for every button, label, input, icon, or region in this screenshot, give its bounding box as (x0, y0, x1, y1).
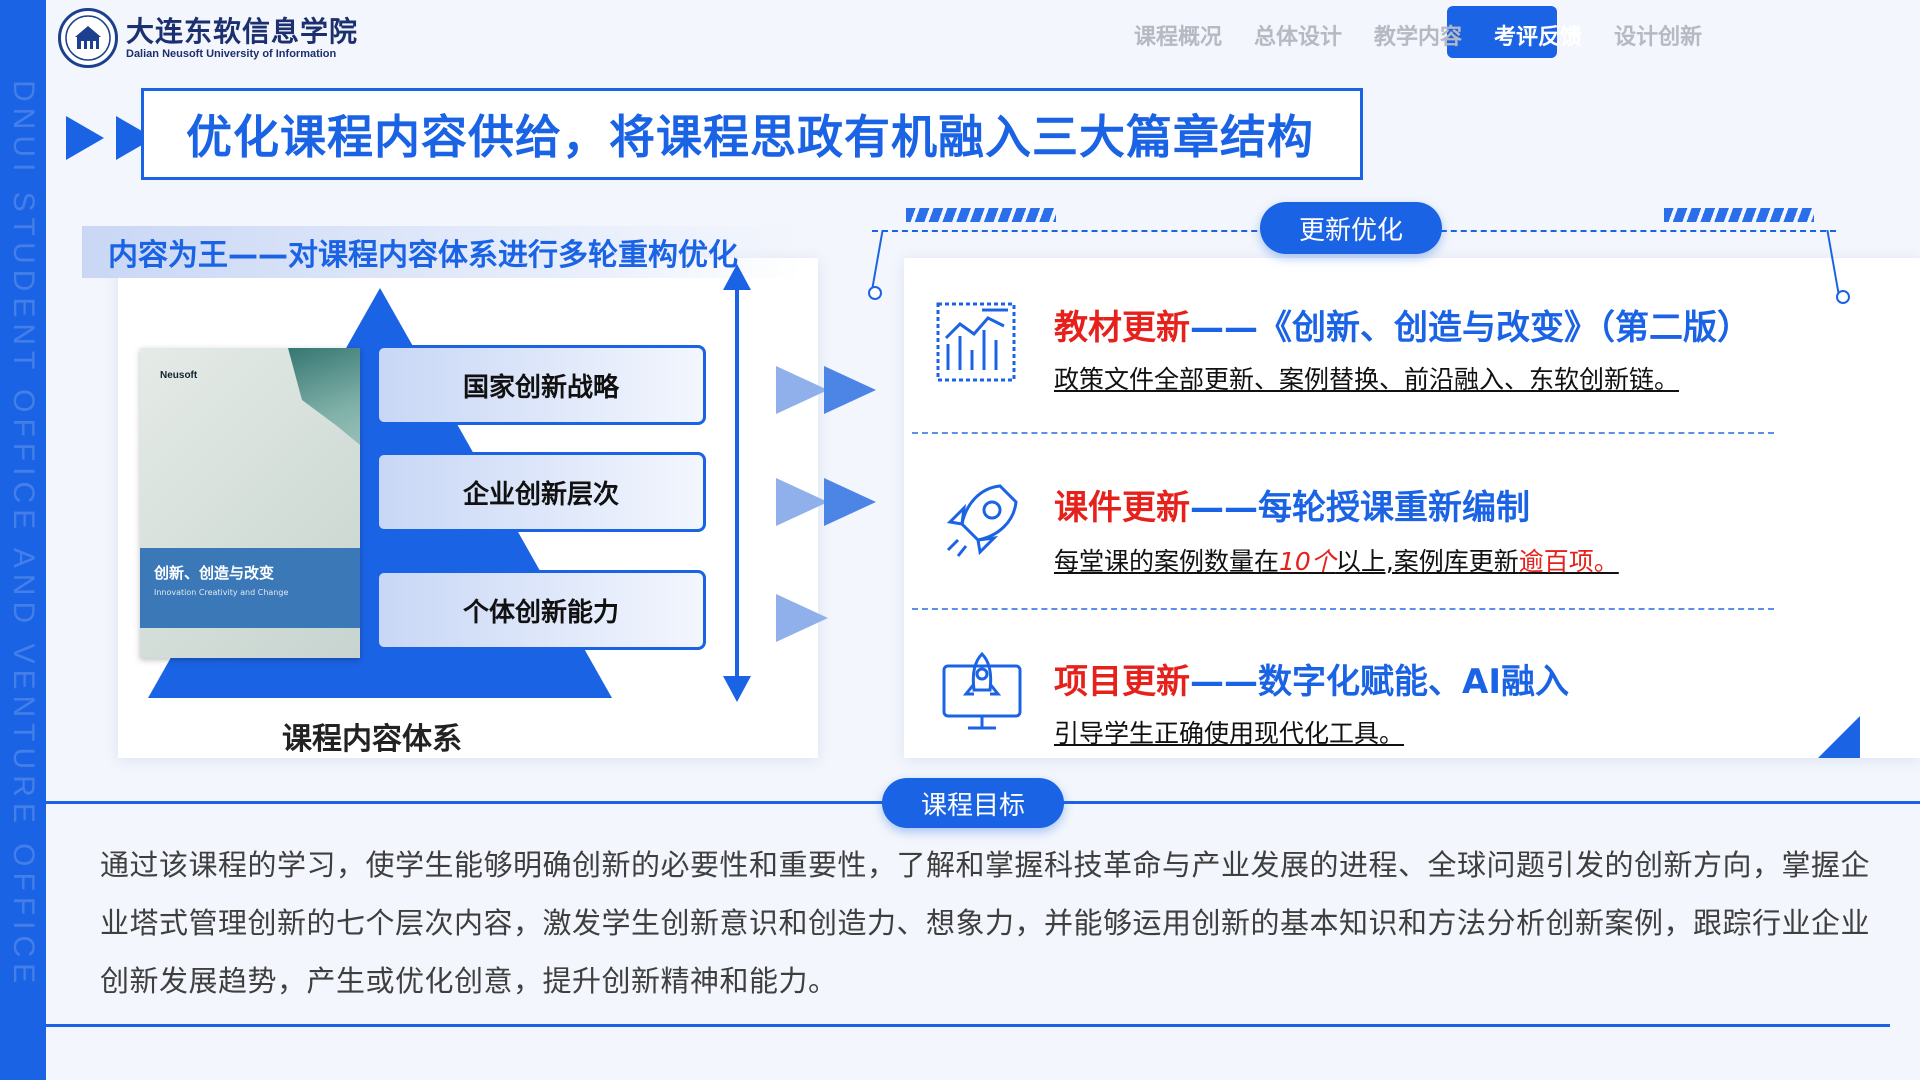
update-item-1-subtitle: ——《创新、创造与改变》（第二版） (1190, 308, 1751, 348)
update-pill: 更新优化 (1260, 202, 1442, 254)
decorative-stripes (906, 208, 1056, 222)
item-divider (912, 432, 1774, 434)
nav-active-highlight (1447, 6, 1557, 58)
update-item-3-desc-text: 引导学生正确使用现代化工具。 (1054, 719, 1405, 748)
update-item-1-desc-text: 政策文件全部更新、案例替换、前沿融入、东软创新链。 (1054, 365, 1680, 394)
panel-frame-left (870, 230, 884, 294)
goal-pill: 课程目标 (882, 778, 1064, 828)
section-tag-bg (82, 226, 802, 278)
desc-part: 每堂课的案例数量在 (1054, 547, 1280, 576)
update-item-2-label: 课件更新 (1054, 488, 1190, 528)
pyramid-label: 课程内容体系 (282, 722, 462, 757)
update-item-3-subtitle: ——数字化赋能、AI融入 (1190, 662, 1569, 702)
monitor-rocket-icon (940, 650, 1024, 734)
desc-part: 以上,案例库更新 (1335, 547, 1519, 576)
university-logo: 大连东软信息学院 Dalian Neusoft University of In… (58, 8, 358, 68)
update-item-3-label: 项目更新 (1054, 662, 1190, 702)
update-item-1-label: 教材更新 (1054, 308, 1190, 348)
arrow-down-icon (723, 676, 751, 702)
update-item-2-desc: 每堂课的案例数量在10个以上,案例库更新逾百项。 (1054, 542, 1619, 578)
nav-item-design[interactable]: 总体设计 (1254, 25, 1343, 50)
update-item-1-title: 教材更新——《创新、创造与改变》（第二版） (1054, 300, 1751, 349)
nav-item-innovation[interactable]: 设计创新 (1614, 25, 1703, 50)
flow-arrow-icon (776, 366, 876, 414)
vertical-axis-line (735, 272, 739, 692)
update-item-1-desc: 政策文件全部更新、案例替换、前沿融入、东软创新链。 (1054, 360, 1679, 396)
pyramid-level-national: 国家创新战略 (376, 345, 706, 425)
decorative-stripes (1664, 208, 1814, 222)
pyramid-level-individual: 个体创新能力 (376, 570, 706, 650)
rocket-icon (940, 478, 1024, 562)
book-brand: Neusoft (160, 370, 198, 381)
university-name-en: Dalian Neusoft University of Information (126, 48, 337, 60)
page-title: 优化课程内容供给，将课程思政有机融入三大篇章结构 (186, 110, 1314, 164)
update-item-3-title: 项目更新——数字化赋能、AI融入 (1054, 654, 1569, 703)
updates-panel (904, 258, 1920, 758)
page-title-box: 优化课程内容供给，将课程思政有机融入三大篇章结构 (141, 88, 1363, 180)
pyramid-level-enterprise: 企业创新层次 (376, 452, 706, 532)
goal-text: 通过该课程的学习，使学生能够明确创新的必要性和重要性，了解和掌握科技革命与产业发… (100, 848, 1871, 998)
university-seal-icon (58, 8, 118, 68)
textbook-cover-image: Neusoft 创新、创造与改变 Innovation Creativity a… (140, 348, 360, 658)
corner-decoration (1818, 716, 1860, 758)
nav-item-assessment[interactable]: 考评反馈 (1494, 25, 1583, 50)
chart-report-icon (934, 300, 1018, 384)
university-name-cn: 大连东软信息学院 (126, 15, 359, 48)
desc-highlight: 逾百项。 (1518, 547, 1619, 576)
flow-arrow-icon (776, 594, 828, 642)
nav-item-overview[interactable]: 课程概况 (1134, 25, 1223, 50)
book-subtitle: Innovation Creativity and Change (154, 588, 289, 597)
section-tag: 内容为王——对课程内容体系进行多轮重构优化 (108, 238, 738, 273)
update-item-3-desc: 引导学生正确使用现代化工具。 (1054, 714, 1404, 750)
frame-node-icon (1836, 290, 1850, 304)
desc-highlight: 10个 (1279, 547, 1336, 576)
nav-item-content[interactable]: 教学内容 (1374, 25, 1463, 50)
arrow-up-icon (723, 264, 751, 290)
update-item-2-title: 课件更新——每轮授课重新编制 (1054, 480, 1530, 529)
bottom-divider (18, 1024, 1890, 1027)
book-title: 创新、创造与改变 (154, 564, 275, 582)
flow-arrow-icon (776, 478, 876, 526)
top-navigation: 课程概况 总体设计 教学内容 考评反馈 设计创新 (1118, 18, 1718, 58)
update-item-2-subtitle: ——每轮授课重新编制 (1190, 488, 1530, 528)
frame-node-icon (868, 286, 882, 300)
item-divider (912, 608, 1774, 610)
left-sidebar-band: DNUI STUDENT OFFICE AND VENTURE OFFICE (0, 0, 46, 1080)
sidebar-vertical-text: DNUI STUDENT OFFICE AND VENTURE OFFICE (7, 80, 40, 990)
